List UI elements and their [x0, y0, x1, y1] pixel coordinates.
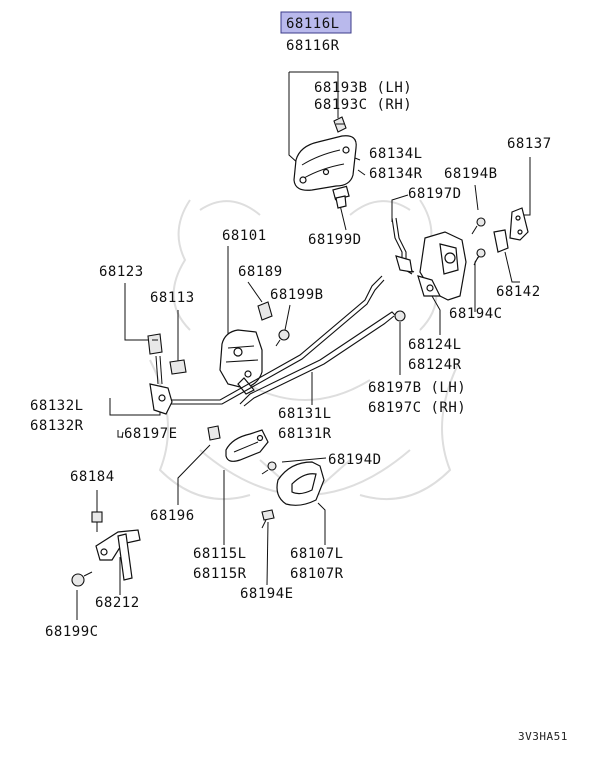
shim-68142: [493, 229, 509, 253]
inside-lock-lever: [149, 355, 173, 415]
label-68113[interactable]: 68113: [150, 290, 195, 306]
label-68194D[interactable]: 68194D: [328, 452, 382, 468]
label-68197C[interactable]: 68197C (RH): [368, 400, 466, 416]
label-68199B[interactable]: 68199B: [270, 287, 324, 303]
label-68116L[interactable]: 68116L: [286, 16, 340, 32]
label-68107R[interactable]: 68107R: [290, 566, 344, 582]
door-lock-actuator: [219, 329, 263, 395]
screw-68194C: [473, 248, 486, 266]
label-68194B[interactable]: 68194B: [444, 166, 498, 182]
clip-68196: [207, 425, 221, 441]
label-68189[interactable]: 68189: [238, 264, 283, 280]
striker-68137: [509, 207, 529, 241]
label-68124R[interactable]: 68124R: [408, 357, 462, 373]
label-68131R[interactable]: 68131R: [278, 426, 332, 442]
label-68116R[interactable]: 68116R: [286, 38, 340, 54]
diagram-code: 3V3HA51: [518, 730, 568, 743]
bolt-68199C: [71, 571, 93, 587]
label-68197E[interactable]: 68197E: [124, 426, 178, 442]
label-68199D[interactable]: 68199D: [308, 232, 362, 248]
label-68115R[interactable]: 68115R: [193, 566, 247, 582]
inside-handle: [276, 461, 325, 506]
label-68212[interactable]: 68212: [95, 595, 140, 611]
bolt-68199D: [332, 185, 350, 209]
label-68199C[interactable]: 68199C: [45, 624, 99, 640]
label-68124L[interactable]: 68124L: [408, 337, 462, 353]
bolt-68199B: [275, 329, 290, 347]
hinge-68212: [95, 529, 141, 581]
pad-68123: [147, 333, 163, 355]
label-68137[interactable]: 68137: [507, 136, 552, 152]
label-68184[interactable]: 68184: [70, 469, 115, 485]
label-68197B[interactable]: 68197B (LH): [368, 380, 466, 396]
label-68132R[interactable]: 68132R: [30, 418, 84, 434]
screw-68194B: [471, 217, 486, 235]
label-68142[interactable]: 68142: [496, 284, 541, 300]
screw-68194D: [261, 461, 277, 475]
label-68193B[interactable]: 68193B (LH): [314, 80, 412, 96]
label-68107L[interactable]: 68107L: [290, 546, 344, 562]
label-68131L[interactable]: 68131L: [278, 406, 332, 422]
label-68101[interactable]: 68101: [222, 228, 267, 244]
rod-68134: [391, 217, 415, 275]
inside-handle-base: [225, 429, 269, 462]
rods-68131: [160, 275, 397, 407]
label-68115L[interactable]: 68115L: [193, 546, 247, 562]
grommet-68189: [257, 301, 273, 321]
label-68196[interactable]: 68196: [150, 508, 195, 524]
part-labels: 68116L 68116R 68193B (LH) 68193C (RH) 68…: [30, 16, 568, 743]
screw-68194E: [261, 509, 275, 529]
label-68132L[interactable]: 68132L: [30, 398, 84, 414]
clip-68197B: [394, 310, 406, 322]
label-68134L[interactable]: 68134L: [369, 146, 423, 162]
label-68193C[interactable]: 68193C (RH): [314, 97, 412, 113]
clip-68193: [333, 116, 347, 133]
pad-68113: [169, 359, 187, 375]
label-68194C[interactable]: 68194C: [449, 306, 503, 322]
highlight-box: [280, 11, 352, 34]
outside-handle: [293, 135, 357, 191]
label-68123[interactable]: 68123: [99, 264, 144, 280]
latch-assembly: [417, 231, 467, 301]
label-68134R[interactable]: 68134R: [369, 166, 423, 182]
bolt-68184: [91, 511, 103, 532]
label-68194E[interactable]: 68194E: [240, 586, 294, 602]
label-68197D[interactable]: 68197D: [408, 186, 462, 202]
